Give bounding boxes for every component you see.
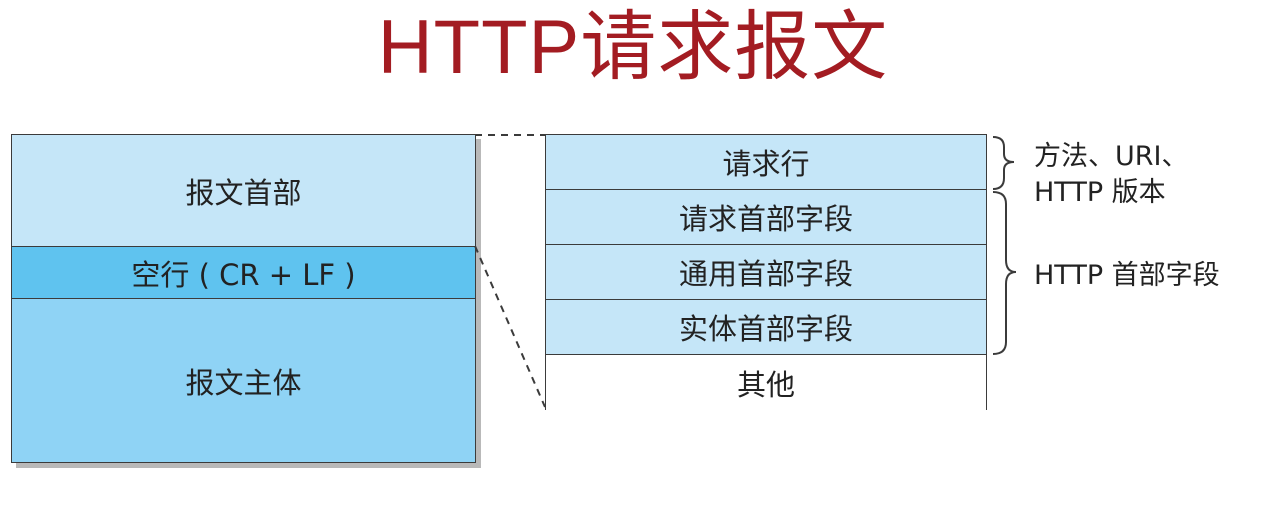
header-fields-brace <box>992 191 1017 355</box>
message-header-section: 报文首部 <box>12 135 475 247</box>
request-line-note-line2: HTTP 版本 <box>1034 177 1166 208</box>
request-line-brace <box>992 136 1015 190</box>
header-detail-block: 请求行 请求首部字段 通用首部字段 实体首部字段 其他 <box>545 134 987 410</box>
header-fields-note: HTTP 首部字段 <box>1034 260 1220 291</box>
other-row: 其他 <box>546 355 986 410</box>
request-message-block: 报文首部 空行 ( CR + LF ) 报文主体 <box>11 134 476 463</box>
entity-header-fields-row: 实体首部字段 <box>546 300 986 355</box>
message-body-section: 报文主体 <box>12 299 475 462</box>
zoom-connector-bottom <box>474 245 546 408</box>
request-line-row: 请求行 <box>546 135 986 190</box>
request-line-note-line1: 方法、URI、 <box>1034 141 1189 172</box>
blank-line-section: 空行 ( CR + LF ) <box>12 247 475 299</box>
page-title: HTTP请求报文 <box>377 5 889 90</box>
request-header-fields-row: 请求首部字段 <box>546 190 986 245</box>
general-header-fields-row: 通用首部字段 <box>546 245 986 300</box>
